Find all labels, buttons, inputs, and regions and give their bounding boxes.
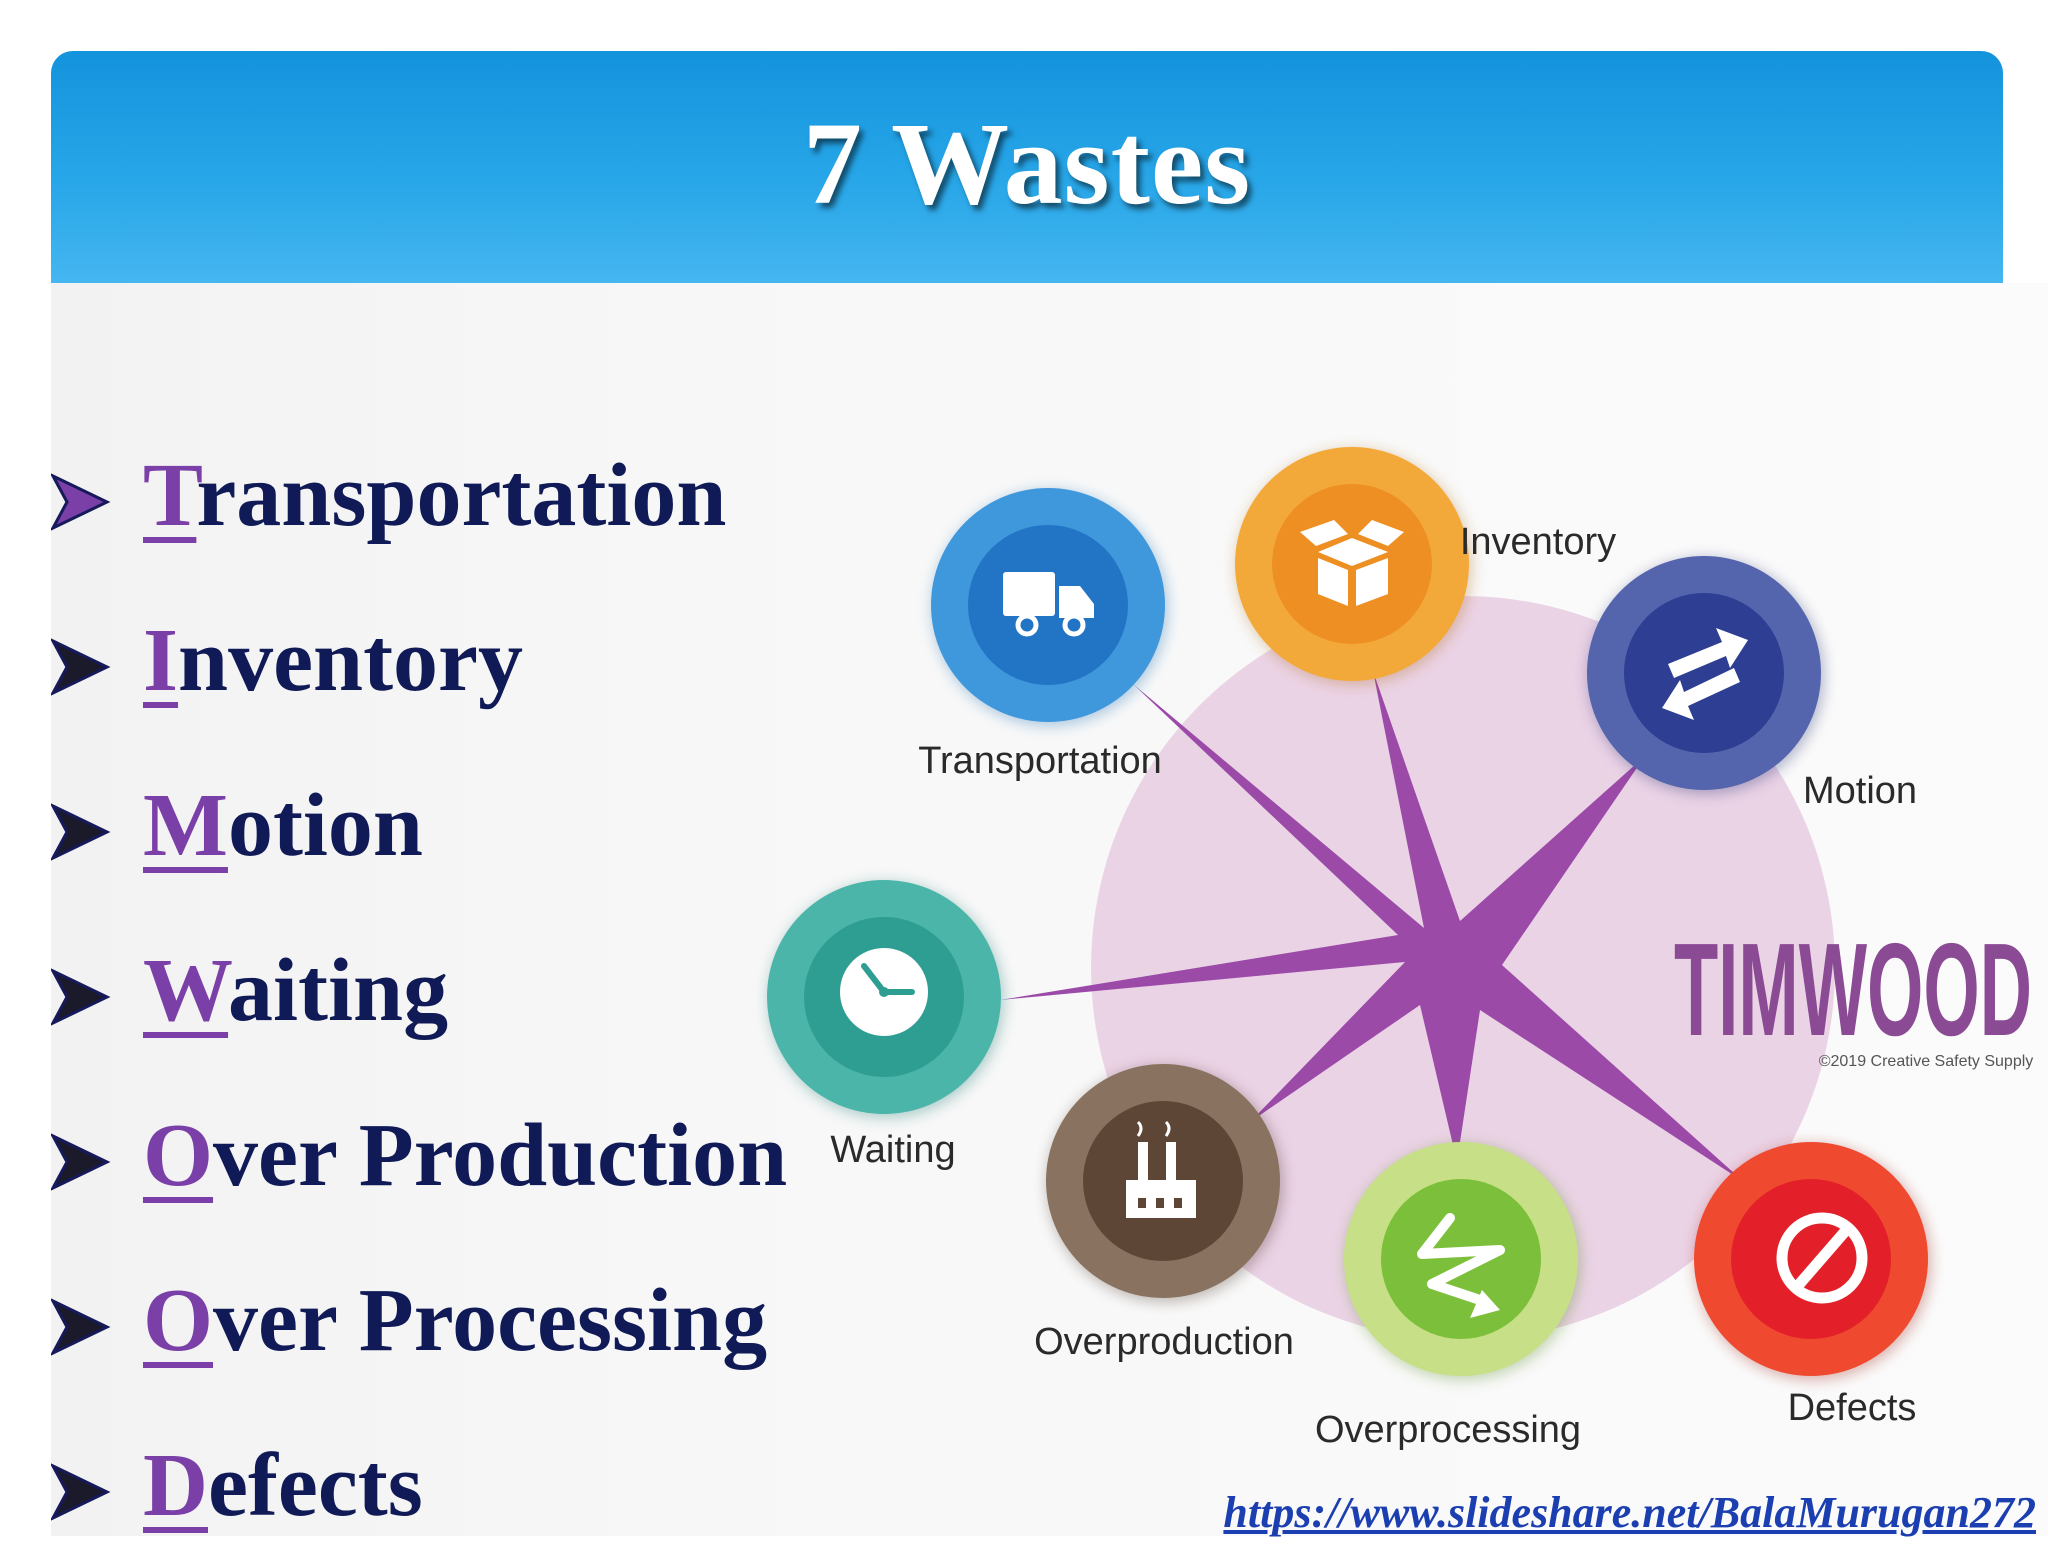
swap-arrows-icon [1662,628,1748,720]
arrow-bullet-icon [51,638,111,696]
arrow-bullet-icon [51,1133,111,1191]
waste-rest: efects [208,1436,423,1535]
timwood-brand: TIMWOOD [1674,916,2032,1063]
truck-icon [1003,572,1094,637]
source-link[interactable]: https://www.slideshare.net/BalaMurugan27… [1223,1488,2036,1537]
waste-initial: I [143,611,179,710]
node-motion: Motion [1587,556,1917,812]
waste-initial: O [143,1271,214,1370]
node-label: Overproduction [1034,1321,1294,1363]
node-label: Motion [1803,770,1917,812]
node-inventory: Inventory [1235,447,1616,685]
arrow-bullet-icon [51,968,111,1026]
waste-initial: D [143,1436,208,1535]
waste-initial: W [143,941,229,1040]
node-label: Transportation [918,740,1162,782]
star-connector [1000,671,1744,1182]
waste-rest: ransportation [196,446,727,545]
arrow-bullet-icon [51,473,111,531]
clock-icon [840,948,928,1036]
node-label: Inventory [1460,521,1616,563]
node-waiting: Waiting [767,880,1004,1171]
node-label: Overprocessing [1315,1409,1581,1451]
prohibited-icon [1776,1212,1868,1304]
slide-title: 7 Wastes [802,98,1252,229]
arrow-bullet-icon [51,803,111,861]
node-label: Waiting [830,1129,955,1171]
waste-initial: M [143,776,228,875]
node-overproduction: Overproduction [1034,1064,1294,1363]
node-overprocessing: Overprocessing [1315,1142,1581,1451]
arrow-bullet-icon [51,1298,111,1356]
waste-rest: ver Production [213,1106,788,1205]
node-transportation: Transportation [918,488,1168,782]
waste-initial: O [143,1106,214,1205]
node-label: Defects [1788,1387,1917,1429]
waste-rest: aiting [228,941,449,1040]
title-banner: 7 Wastes [51,51,2003,283]
waste-rest: ver Processing [213,1271,768,1370]
waste-initial: T [143,446,197,545]
arrow-bullet-icon [51,1463,111,1521]
zigzag-arrow-icon [1417,1213,1505,1318]
copyright-text: ©2019 Creative Safety Supply [1819,1053,2034,1070]
waste-rest: nventory [178,611,524,710]
box-icon [1300,520,1404,606]
node-defects: Defects [1694,1142,1931,1429]
waste-rest: otion [227,776,423,875]
factory-icon [1126,1120,1196,1218]
